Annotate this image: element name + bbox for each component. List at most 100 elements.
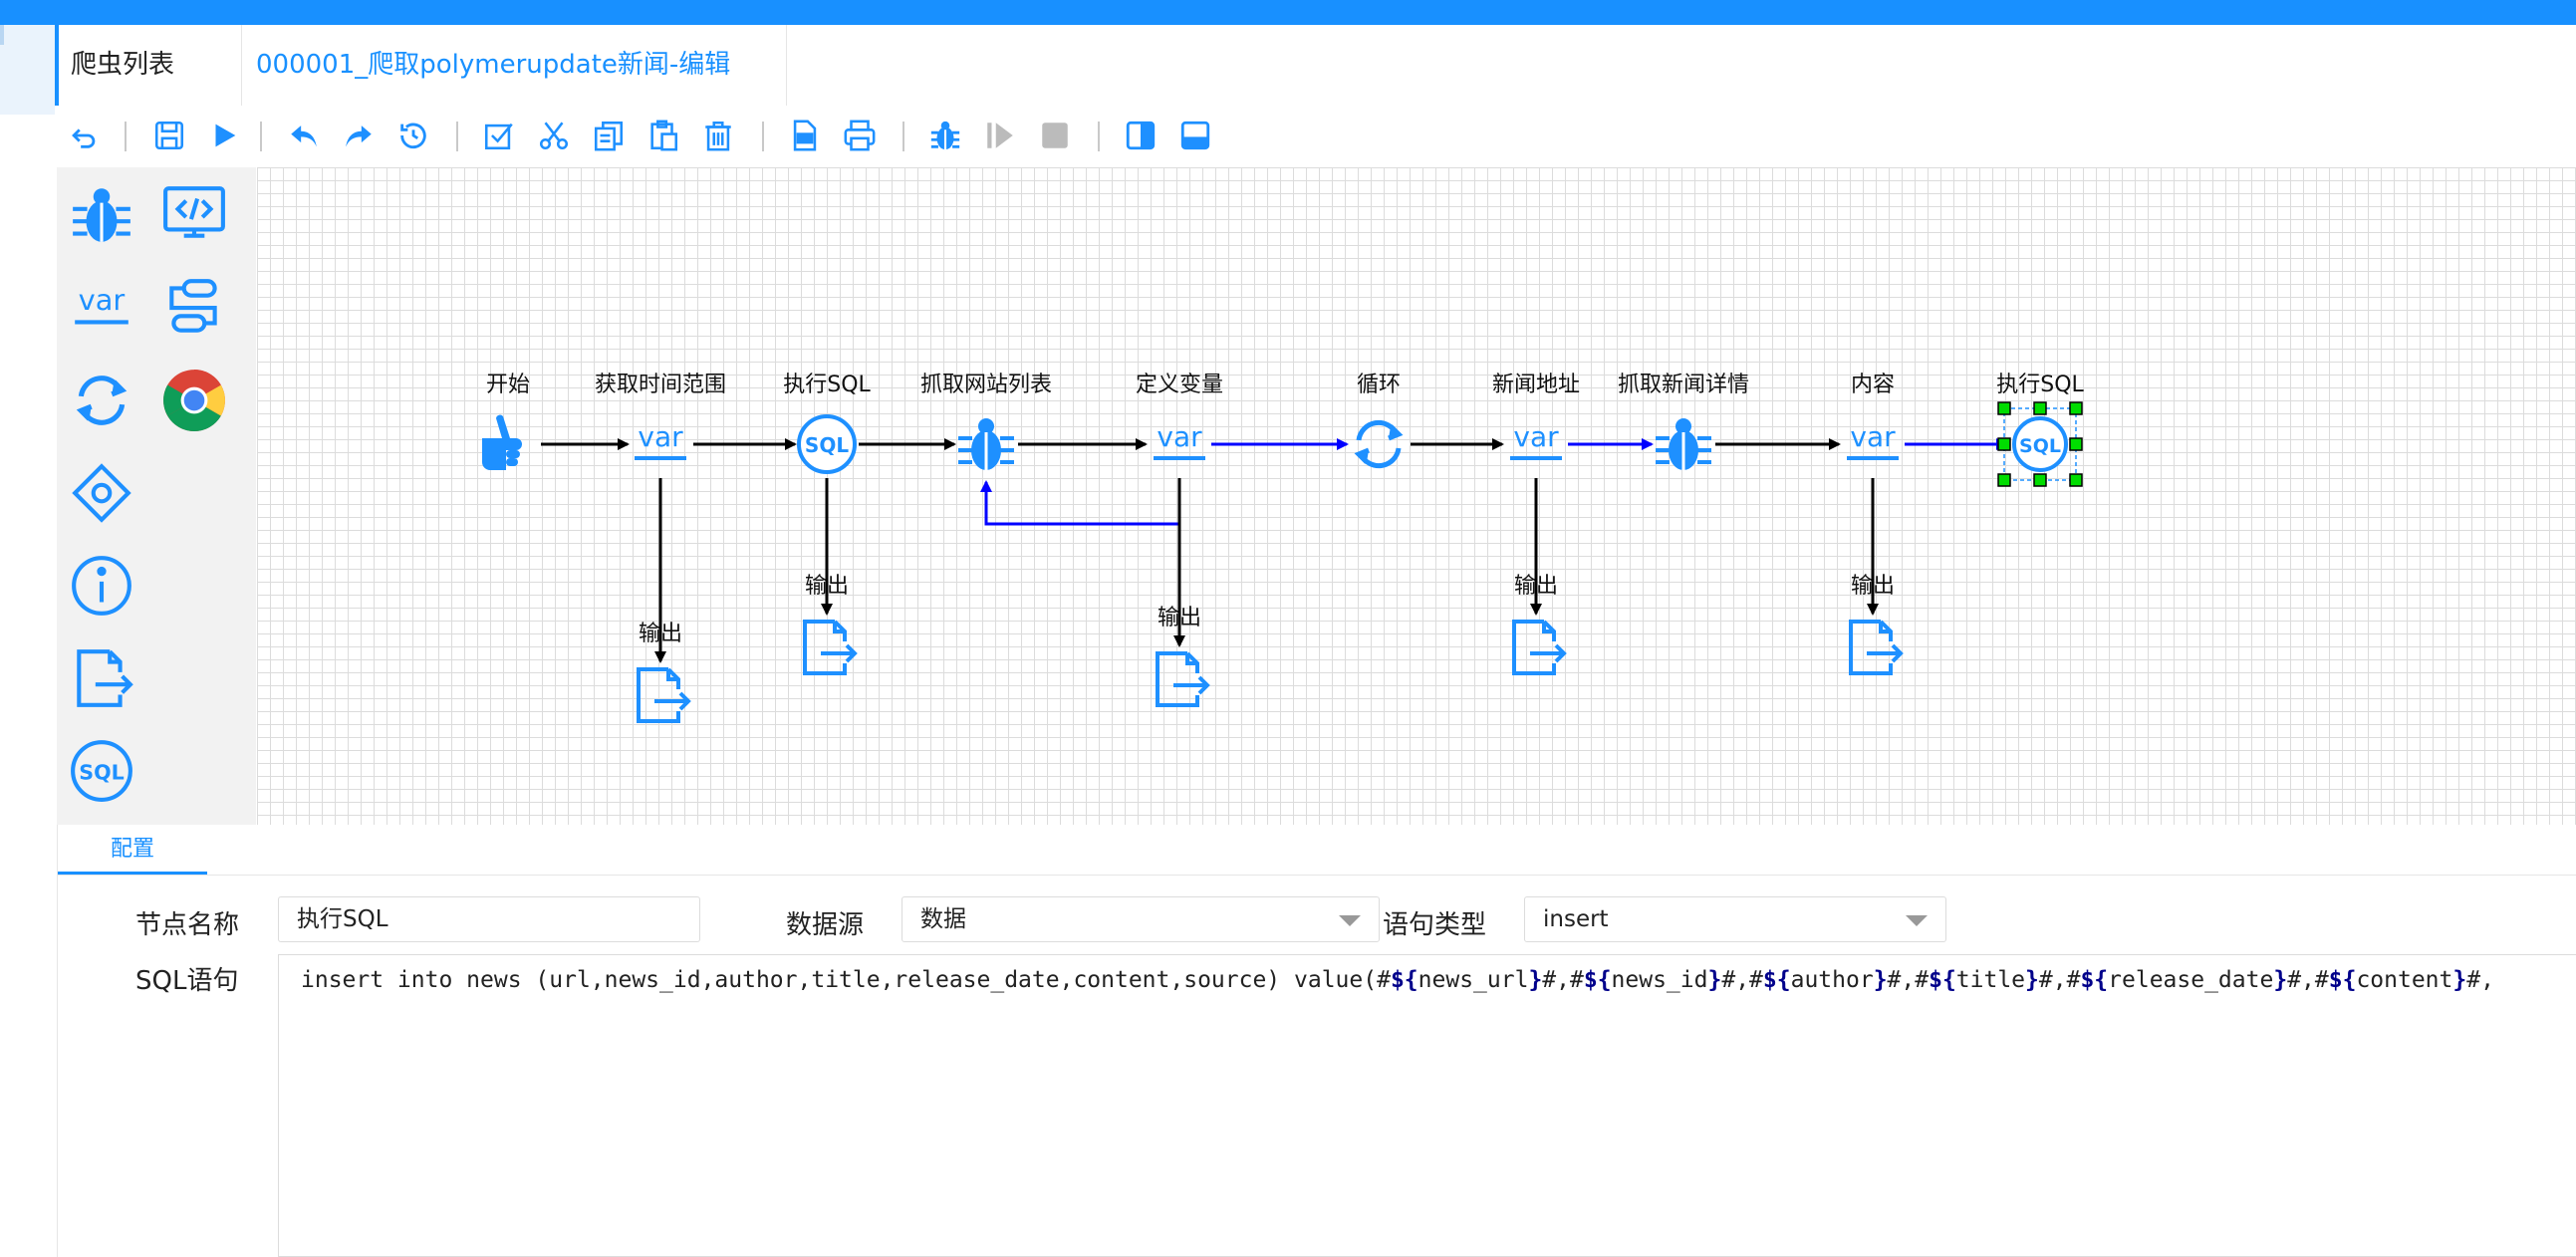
printer-icon — [844, 120, 876, 151]
sql-icon: SQL — [71, 740, 132, 802]
output-node-n4[interactable] — [1145, 644, 1214, 714]
var-icon: var — [1154, 420, 1205, 460]
node-n8[interactable]: var — [1838, 409, 1908, 479]
chrome-icon — [163, 370, 225, 431]
output-node-n8[interactable] — [1838, 613, 1908, 682]
output-file-icon — [803, 620, 858, 675]
scissors-icon — [539, 122, 569, 150]
node-n5[interactable] — [1344, 409, 1414, 479]
output-node-n1[interactable] — [626, 660, 695, 730]
toggle-bottom-panel-button[interactable] — [1175, 116, 1215, 155]
output-file-icon — [1849, 620, 1904, 675]
run-button[interactable] — [204, 116, 244, 155]
statement-type-select[interactable]: insert — [1524, 896, 1946, 942]
var-icon: var — [75, 283, 129, 325]
loop-icon — [1354, 419, 1404, 469]
undo-close-button[interactable] — [64, 116, 104, 155]
info-icon — [72, 556, 131, 616]
node-label-n3: 抓取网站列表 — [919, 373, 1053, 397]
delete-button[interactable] — [698, 116, 738, 155]
node-n6[interactable]: var — [1501, 409, 1571, 479]
palette-code[interactable] — [159, 180, 229, 250]
node-palette: var SQL — [57, 167, 256, 825]
svg-text:SQL: SQL — [79, 760, 125, 784]
node-label-n9: 执行SQL — [1996, 373, 2084, 397]
flow-edges — [541, 438, 2008, 663]
palette-decision[interactable] — [67, 458, 136, 528]
config-panel: 配置 节点名称 执行SQL 数据源 数据 语句类型 insert SQL语句 i… — [57, 825, 2576, 1257]
paste-button[interactable] — [644, 116, 683, 155]
flow-canvas[interactable]: 开始 获取时间范围 执行SQL 抓取网站列表 定义变量 循环 新闻地址 抓取新闻… — [257, 167, 2576, 825]
bug-icon — [930, 121, 960, 150]
tab-bar: 爬虫列表 000001_爬取polymerupdate新闻-编辑 — [55, 25, 2576, 107]
palette-process[interactable] — [159, 273, 229, 343]
node-n2[interactable]: SQL — [792, 409, 862, 479]
node-n1[interactable]: var — [626, 409, 695, 479]
node-n7[interactable] — [1649, 409, 1718, 479]
trash-icon — [705, 121, 731, 151]
code-monitor-icon — [163, 186, 225, 238]
loop-icon — [76, 376, 128, 425]
left-strip — [0, 25, 55, 115]
debug-button[interactable] — [925, 116, 965, 155]
output-label-n1: 输出 — [638, 622, 683, 646]
history-button[interactable] — [393, 116, 433, 155]
tab-crawler-list[interactable]: 爬虫列表 — [55, 25, 241, 106]
svg-text:var: var — [1850, 420, 1896, 453]
cut-button[interactable] — [534, 116, 574, 155]
hand-pointer-icon — [482, 414, 522, 470]
edge-loop-back[interactable] — [980, 478, 1181, 526]
redo-button[interactable] — [339, 116, 379, 155]
play-icon — [215, 124, 236, 147]
export-file-icon — [793, 120, 817, 151]
node-name-input[interactable]: 执行SQL — [278, 896, 700, 942]
toggle-left-panel-button[interactable] — [1121, 116, 1160, 155]
output-node-n6[interactable] — [1501, 613, 1571, 682]
svg-text:SQL: SQL — [2019, 435, 2061, 457]
svg-text:var: var — [1513, 420, 1559, 453]
stop-button[interactable] — [1035, 116, 1075, 155]
output-file-icon — [77, 649, 133, 707]
print-button[interactable] — [840, 116, 880, 155]
export-image-button[interactable] — [785, 116, 825, 155]
palette-output[interactable] — [67, 643, 136, 713]
save-icon — [154, 121, 184, 150]
palette-spider[interactable] — [67, 180, 136, 250]
sql-editor[interactable]: insert into news (url,news_id,author,tit… — [278, 954, 2576, 1257]
sql-prefix: insert into news (url,news_id,author,tit… — [301, 967, 1378, 993]
toolbar — [55, 106, 2576, 167]
node-n3[interactable] — [951, 409, 1021, 479]
resume-button[interactable] — [980, 116, 1020, 155]
palette-info[interactable] — [67, 551, 136, 621]
decision-diamond-icon — [72, 463, 131, 523]
chevron-down-icon — [1339, 915, 1361, 926]
node-name-label: 节点名称 — [135, 910, 240, 940]
step-play-icon — [987, 123, 1013, 148]
palette-loop[interactable] — [67, 366, 136, 435]
undo-button[interactable] — [284, 116, 324, 155]
spider-icon — [1656, 418, 1711, 470]
output-node-n2[interactable] — [792, 613, 862, 682]
node-label-n7: 抓取新闻详情 — [1617, 373, 1750, 397]
svg-text:SQL: SQL — [805, 433, 849, 457]
output-file-icon — [637, 667, 691, 723]
spider-icon — [73, 188, 130, 242]
tab-crawler-edit[interactable]: 000001_爬取polymerupdate新闻-编辑 — [241, 25, 787, 106]
node-n9-selected[interactable]: SQL — [2005, 409, 2075, 479]
copy-icon — [594, 121, 624, 151]
chevron-down-icon — [1906, 915, 1928, 926]
palette-var[interactable]: var — [67, 273, 136, 343]
palette-sql[interactable]: SQL — [67, 736, 136, 806]
copy-button[interactable] — [589, 116, 629, 155]
save-button[interactable] — [149, 116, 189, 155]
selection-handles[interactable] — [1997, 401, 2083, 487]
output-label-n2: 输出 — [804, 574, 850, 599]
tab-config[interactable]: 配置 — [58, 825, 207, 875]
palette-chrome[interactable] — [159, 366, 229, 435]
node-label-n8: 内容 — [1850, 373, 1896, 397]
output-label-n6: 输出 — [1513, 574, 1559, 599]
node-start[interactable] — [473, 409, 543, 479]
datasource-select[interactable]: 数据 — [902, 896, 1380, 942]
select-all-button[interactable] — [479, 116, 519, 155]
node-n4[interactable]: var — [1145, 409, 1214, 479]
